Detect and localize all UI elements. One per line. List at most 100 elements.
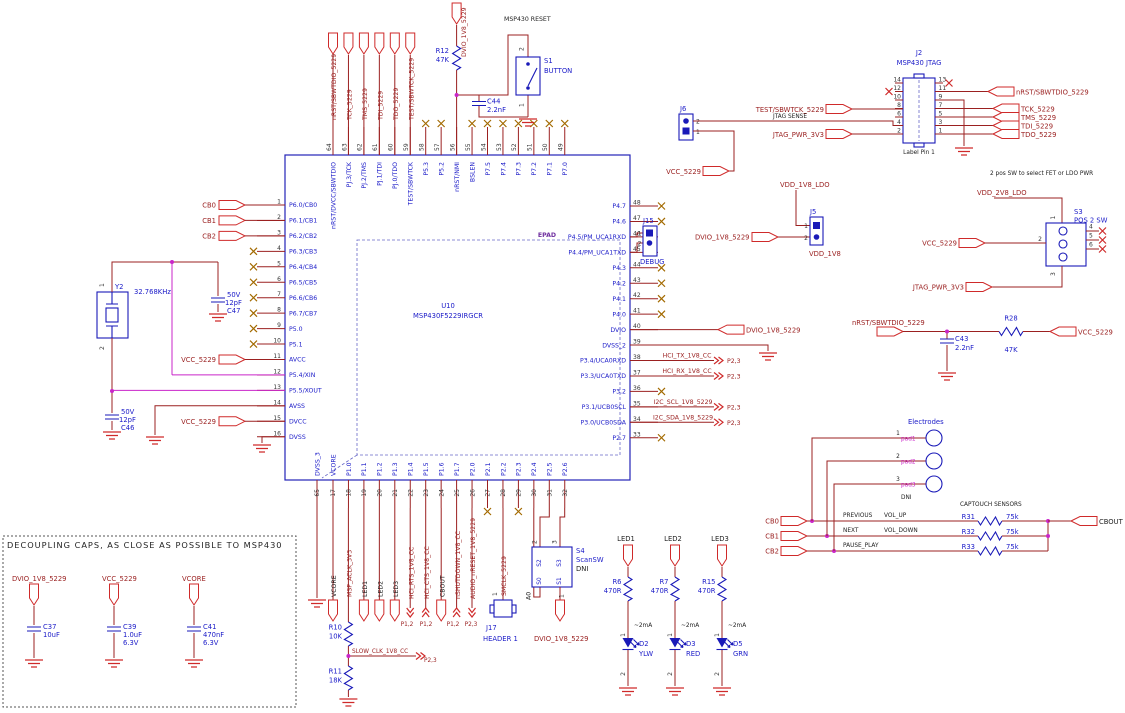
debug-jumper-j15[interactable]: J15 1 2 DEBUG bbox=[630, 217, 664, 266]
group: DVIO_1V8_5229C3710uFVCC_5229C391.0uF6.3V… bbox=[12, 575, 224, 668]
led-indicators[interactable]: LED1R6470R~2mA1D2YLW2LED2R7470R~2mA1D3RE… bbox=[604, 535, 748, 696]
electrode-pad[interactable] bbox=[925, 429, 943, 447]
label: 10 bbox=[893, 94, 901, 101]
wire bbox=[539, 508, 566, 547]
vdd-jumper-j5[interactable]: VDD_1V8_LDO DVIO_1V8_5229 J5 1 2 VDD_1V8 bbox=[695, 181, 841, 258]
shape bbox=[1058, 252, 1068, 262]
label: C41 bbox=[203, 623, 216, 631]
net-port bbox=[389, 599, 400, 622]
offpage-arrow-icon bbox=[713, 418, 724, 427]
label: P5.0 bbox=[289, 326, 303, 333]
label: 1 bbox=[1050, 216, 1057, 220]
no-connect-icon bbox=[560, 119, 569, 128]
label: P4.6 bbox=[612, 219, 626, 226]
net-port bbox=[876, 326, 904, 337]
no-connect-icon bbox=[884, 87, 894, 96]
label: 55 bbox=[465, 143, 472, 151]
mcu-u10[interactable]: U10 MSP430F5229IRGCR EPAD 1P6.0/CB02P6.1… bbox=[249, 119, 666, 516]
electrode-pad[interactable] bbox=[925, 452, 943, 470]
label: 13 bbox=[939, 77, 947, 84]
reset-circuit[interactable]: DVIO_1V8_5229 R12 47K C44 2.2nF 2 1 S1 B… bbox=[436, 2, 573, 155]
label: 44 bbox=[633, 261, 641, 268]
no-connect-icon bbox=[944, 78, 954, 88]
label: 2 bbox=[696, 119, 700, 126]
label: 53 bbox=[496, 143, 503, 151]
label: R6 bbox=[612, 578, 621, 586]
label: LED2 bbox=[664, 535, 682, 543]
electrode-pad[interactable] bbox=[925, 475, 943, 493]
epad-label: EPAD bbox=[538, 232, 556, 239]
crystal-circuit[interactable]: 1 2 Y2 32.768KHz 50V 12pF C47 50V 12pF C… bbox=[96, 260, 285, 453]
label: R31 bbox=[962, 513, 975, 521]
label: DNI bbox=[576, 565, 588, 573]
label: 4 bbox=[277, 245, 281, 252]
label: YLW bbox=[638, 650, 653, 658]
power-switch-s3[interactable]: 2 pos SW to select FET or LDO PWR VDD_2V… bbox=[912, 171, 1108, 292]
label: AVCC bbox=[289, 357, 306, 364]
capacitor bbox=[26, 626, 42, 632]
wire bbox=[112, 262, 285, 391]
scan-switch-s4[interactable] bbox=[531, 546, 573, 588]
label: 470R bbox=[651, 587, 669, 595]
label: R28 bbox=[1004, 315, 1017, 323]
label: 47K bbox=[1004, 346, 1018, 354]
label: P2.7 bbox=[612, 435, 626, 442]
label: P1.6 bbox=[438, 462, 445, 476]
label: 50V bbox=[227, 291, 241, 299]
label: 59 bbox=[403, 143, 410, 151]
label: P7.3 bbox=[516, 162, 523, 176]
label: DVIO bbox=[610, 327, 626, 334]
label: VOL_UP bbox=[884, 513, 907, 519]
net-port bbox=[555, 599, 565, 622]
shape bbox=[813, 234, 820, 240]
label: LED3 bbox=[393, 581, 400, 597]
label: LED1 bbox=[362, 581, 369, 597]
label: 20 bbox=[377, 489, 384, 497]
label: P2,3 bbox=[727, 358, 741, 365]
net-port bbox=[717, 324, 745, 335]
label: P4.4/PM_UCA1TXD bbox=[568, 250, 626, 257]
net-port bbox=[987, 86, 1015, 97]
no-connect-icon bbox=[657, 279, 666, 288]
net-port bbox=[328, 599, 338, 622]
shape bbox=[646, 240, 653, 246]
label: 30 bbox=[531, 489, 538, 497]
net-port bbox=[358, 599, 369, 622]
net-port bbox=[189, 583, 199, 606]
offpage-arrow-icon bbox=[421, 607, 430, 618]
label: 18K bbox=[329, 677, 343, 685]
label: 47K bbox=[436, 56, 450, 64]
label: DVSS bbox=[289, 434, 306, 441]
ground-icon bbox=[665, 687, 685, 696]
label: 61 bbox=[372, 143, 379, 151]
ground-icon bbox=[208, 313, 228, 322]
label: 63 bbox=[341, 143, 348, 151]
label: R12 bbox=[436, 47, 449, 55]
shape bbox=[813, 222, 820, 229]
label: R7 bbox=[659, 578, 668, 586]
jtag-header-area[interactable]: J6 2 1 JTAG SENSE VCC_5229 TEST/SBWTCK_5… bbox=[666, 49, 1089, 176]
wire bbox=[111, 261, 219, 430]
wire bbox=[106, 292, 118, 338]
offpage-arrow-icon bbox=[406, 607, 415, 618]
label: 12pF bbox=[225, 299, 242, 307]
label: 64 bbox=[326, 143, 333, 151]
reset-pullup[interactable]: nRST/SBWTDIO_5229 C43 2.2nF R28 47K VCC_… bbox=[852, 315, 1113, 381]
label: 1.0uF bbox=[123, 631, 142, 639]
label: P3.2 bbox=[612, 389, 626, 396]
label: 6.3V bbox=[123, 639, 139, 647]
ground-icon bbox=[712, 687, 732, 696]
label: P4.0 bbox=[612, 311, 626, 318]
no-connect-icon bbox=[249, 262, 258, 271]
decoupling-area: DECOUPLING CAPS, AS CLOSE AS POSSIBLE TO… bbox=[2, 535, 297, 708]
label: VDD_1V8_LDO bbox=[780, 181, 830, 189]
label: DVIO_1V8_5229 bbox=[534, 635, 589, 643]
net-port bbox=[965, 282, 993, 292]
label: C46 bbox=[121, 424, 134, 432]
net-port bbox=[328, 32, 338, 55]
label: P6.4/CB4 bbox=[289, 264, 317, 271]
label: 15 bbox=[273, 415, 281, 422]
label: AVSS bbox=[289, 403, 305, 410]
label: TMS_5229 bbox=[1020, 114, 1056, 122]
shape bbox=[1058, 239, 1068, 249]
